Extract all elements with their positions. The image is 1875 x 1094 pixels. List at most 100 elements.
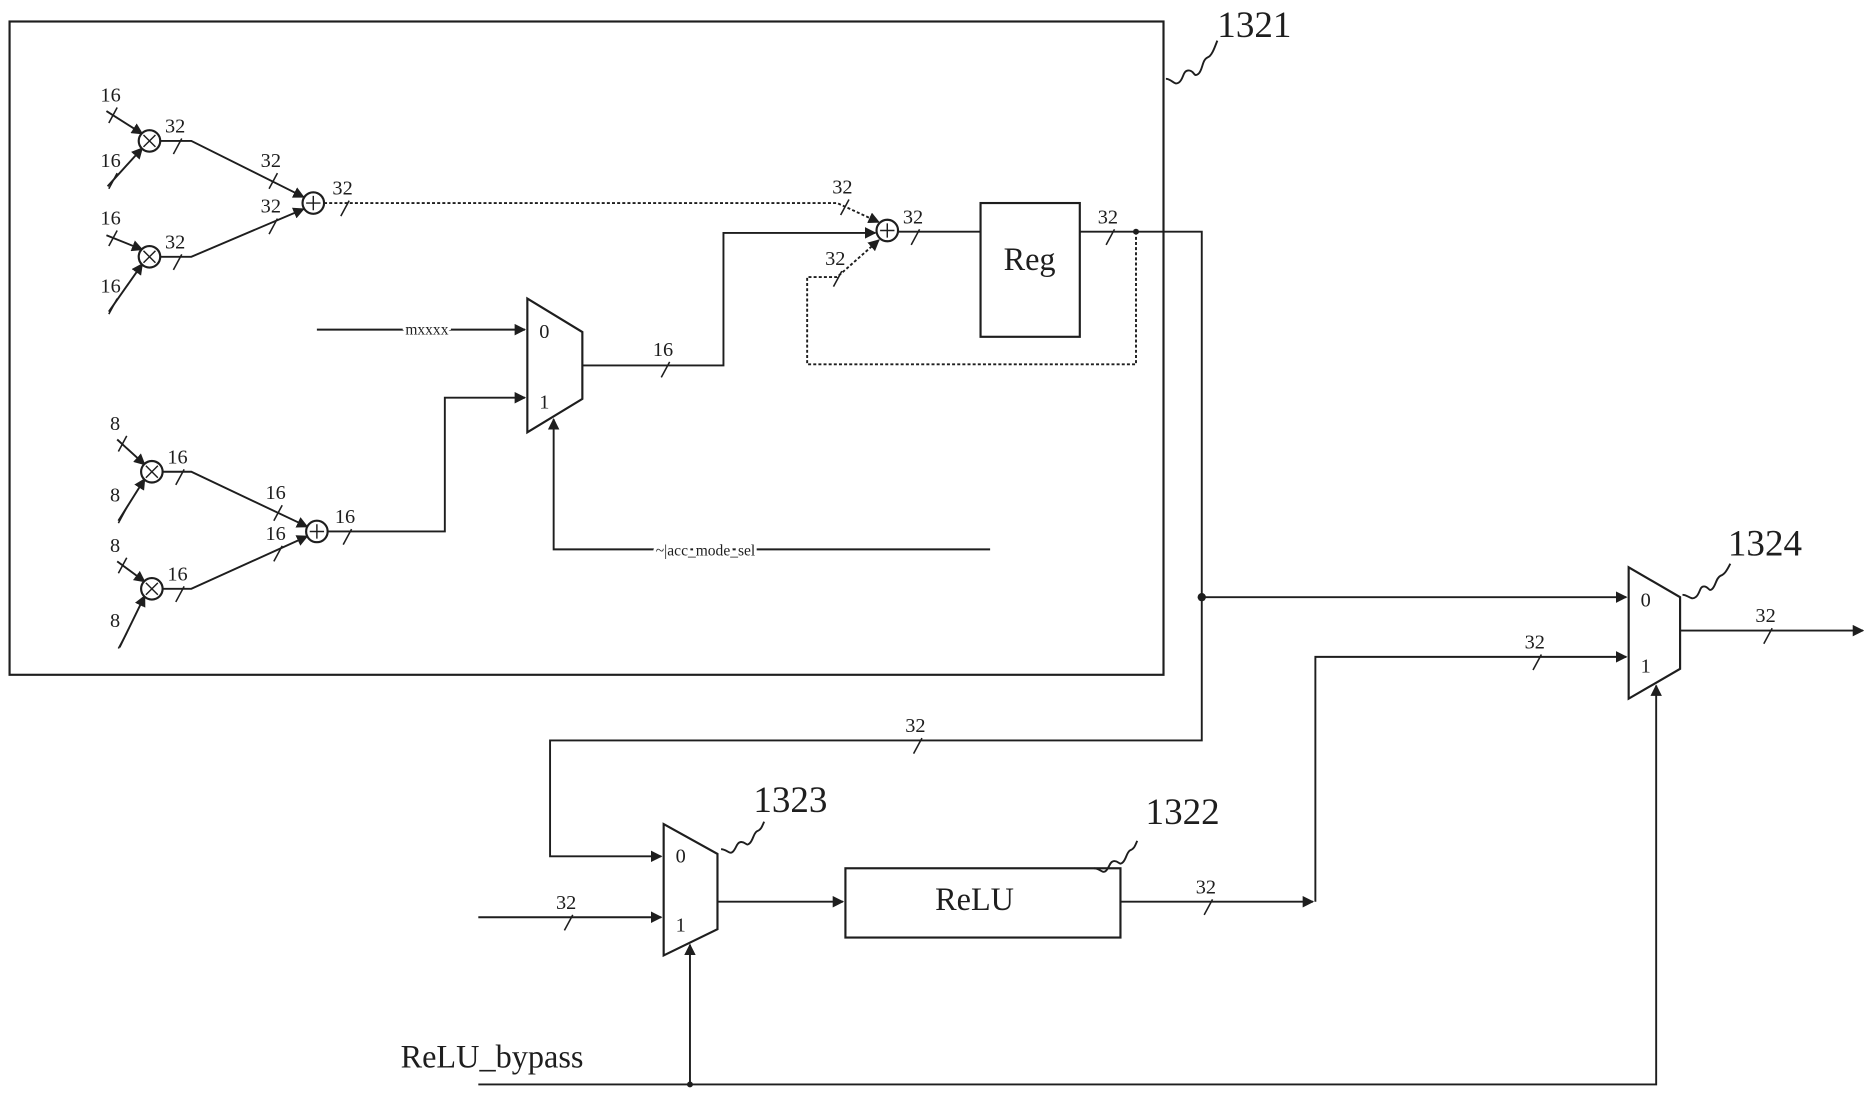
wire-upper-sum-to-accumulator xyxy=(324,202,880,224)
plus-icon xyxy=(309,524,325,539)
mode-mux xyxy=(526,296,584,435)
signal-label-relu-bypass: ReLU_bypass xyxy=(401,1039,584,1075)
bus-width-mode-mux-output: 16 xyxy=(653,339,673,378)
bus-slash-mark xyxy=(1105,228,1116,246)
bus-width-lower-input-1: 8 xyxy=(110,413,128,452)
bus-width-label: 32 xyxy=(1098,206,1118,228)
upper-adder xyxy=(301,191,326,215)
bus-width-label: 32 xyxy=(165,231,185,253)
bus-slash-mark xyxy=(108,298,118,315)
plus-icon xyxy=(880,223,895,238)
bus-width-label: 16 xyxy=(265,523,285,545)
bus-width-accumulator-adder-output: 32 xyxy=(903,206,923,246)
bus-width-to-relu-mux: 32 xyxy=(905,715,926,754)
bus-slash-mark xyxy=(340,200,350,217)
bus-width-label: 32 xyxy=(332,178,352,200)
mode-mux-port-1: 1 xyxy=(539,391,549,413)
wire-upper-input-3 xyxy=(106,234,144,252)
bus-width-accumulator-tree-input: 32 xyxy=(832,176,853,216)
wire-upper-product-1 xyxy=(160,139,305,198)
bus-width-label: 32 xyxy=(165,116,185,138)
leader-line-1323 xyxy=(720,821,765,854)
bus-slash-mark xyxy=(839,199,850,216)
bus-width-upper-input-1: 16 xyxy=(100,85,121,124)
leader-line-1321 xyxy=(1165,40,1219,85)
junction-relu-bypass xyxy=(686,1081,693,1088)
bus-slash-mark xyxy=(268,172,279,190)
bus-width-upper-product-2: 32 xyxy=(165,231,185,271)
bus-width-output-mux-input-1: 32 xyxy=(1525,632,1545,671)
multiply-icon xyxy=(142,134,156,148)
bus-width-label: 16 xyxy=(100,150,120,172)
bus-width-label: 32 xyxy=(261,150,281,172)
bus-width-label: 16 xyxy=(100,276,120,298)
signal-label-mode-select: ~|acc_mode_sel xyxy=(656,542,755,559)
bus-slash-mark xyxy=(273,545,283,562)
wire-register-output xyxy=(549,230,1203,863)
ref-label-1321: 1321 xyxy=(1217,5,1291,46)
bus-width-label: 32 xyxy=(261,196,281,218)
bus-width-accumulator-feedback-input: 32 xyxy=(825,248,845,288)
bus-width-lower-input-3: 8 xyxy=(110,535,128,574)
bus-slash-mark xyxy=(117,632,128,649)
wire-lower-sum-to-mode-mux xyxy=(327,391,527,533)
bus-slash-mark xyxy=(910,228,921,246)
bus-slash-mark xyxy=(268,218,279,235)
bus-width-final-output: 32 xyxy=(1755,605,1776,645)
bus-width-upper-input-4: 16 xyxy=(100,276,121,315)
accumulator-block-outline xyxy=(8,20,1165,676)
bus-slash-mark xyxy=(342,528,353,545)
bus-width-label: 32 xyxy=(556,892,576,914)
bus-width-label: 32 xyxy=(1196,876,1216,898)
bus-width-label: 32 xyxy=(1525,632,1545,654)
plus-icon xyxy=(306,195,321,211)
wire-lower-input-1 xyxy=(116,438,146,466)
bus-width-upper-adder-input-2: 32 xyxy=(261,196,281,235)
multiply-icon xyxy=(145,582,159,596)
junction-feedback-tap xyxy=(1133,228,1139,235)
wire-relu-to-output-mux xyxy=(1314,651,1628,902)
wire-relu-bypass xyxy=(478,684,1662,1086)
bus-width-relu-mux-input-1: 32 xyxy=(556,892,576,931)
bus-width-lower-adder-input-1: 16 xyxy=(265,482,286,522)
bus-width-label: 16 xyxy=(100,85,120,107)
bus-slash-mark xyxy=(172,254,183,271)
bus-width-label: 16 xyxy=(167,563,187,585)
bus-width-relu-output: 32 xyxy=(1196,876,1216,916)
bus-width-upper-adder-input-1: 32 xyxy=(261,150,281,190)
bus-slash-mark xyxy=(273,504,283,522)
bus-slash-mark xyxy=(1763,627,1773,645)
mode-mux-port-0: 0 xyxy=(539,321,549,343)
bus-width-lower-product-2: 16 xyxy=(167,563,188,603)
bus-slash-mark xyxy=(172,138,183,155)
bus-width-label: 32 xyxy=(903,206,923,228)
ref-label-1322: 1322 xyxy=(1146,792,1220,833)
bus-slash-mark xyxy=(175,469,185,486)
bus-slash-mark xyxy=(912,737,923,754)
bus-width-lower-input-2: 8 xyxy=(110,485,128,524)
bus-slash-mark xyxy=(660,361,671,378)
wire-mode-mux-output xyxy=(582,227,877,367)
bus-slash-mark xyxy=(1203,898,1214,916)
output-mux-port-1: 1 xyxy=(1641,655,1651,677)
bus-width-label: 8 xyxy=(110,535,120,557)
output-mux xyxy=(1627,565,1682,701)
bus-width-label: 16 xyxy=(653,339,673,361)
bus-width-label: 8 xyxy=(110,413,120,435)
bus-slash-mark xyxy=(108,107,118,124)
bus-width-label: 32 xyxy=(825,248,845,270)
wire-lower-product-1 xyxy=(162,470,309,528)
bus-width-label: 16 xyxy=(265,482,285,504)
bus-width-lower-adder-input-2: 16 xyxy=(265,523,286,562)
bus-slash-mark xyxy=(832,270,843,288)
relu-label: ReLU xyxy=(935,881,1014,917)
bus-slash-mark xyxy=(175,586,185,603)
wire-lower-product-2 xyxy=(162,535,309,590)
bus-width-label: 32 xyxy=(905,715,925,737)
bus-slash-mark xyxy=(117,557,128,574)
bus-width-label: 32 xyxy=(1755,605,1775,627)
lower-multiplier-2 xyxy=(140,576,164,601)
relu-input-mux xyxy=(662,822,719,958)
accumulator-adder xyxy=(875,218,900,243)
